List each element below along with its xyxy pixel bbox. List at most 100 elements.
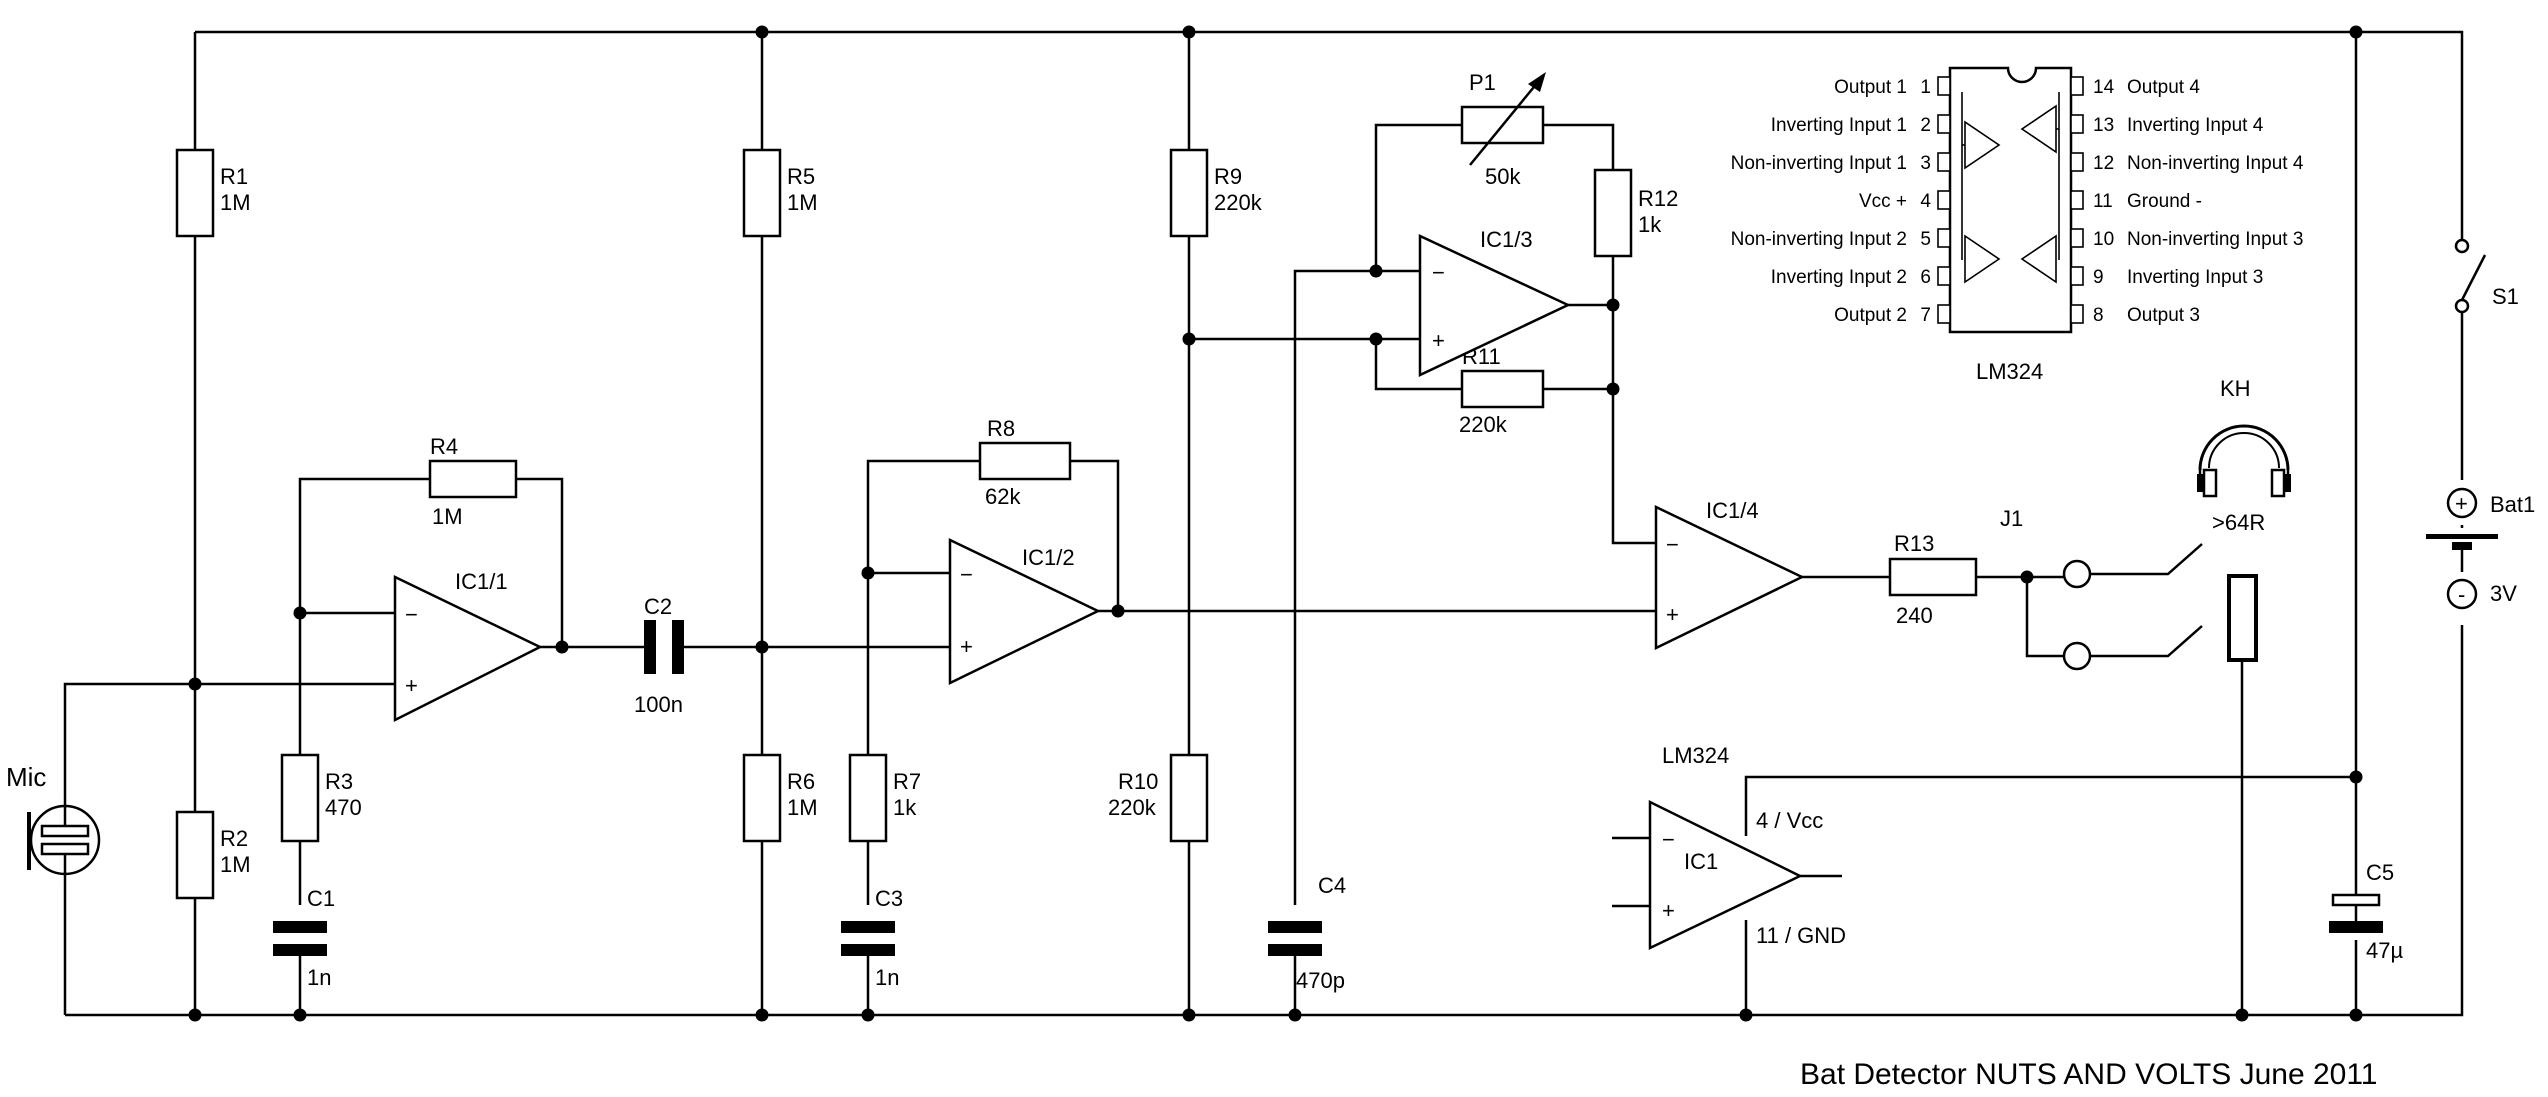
ic1-2-plus-sign: +	[960, 634, 973, 659]
pin-label: Vcc +	[1859, 191, 1907, 212]
pin-label: Non-inverting Input 3	[2127, 229, 2303, 250]
pin-label: Output 3	[2127, 305, 2200, 326]
p1-potentiometer	[1460, 105, 1545, 145]
pin-box-11	[2070, 190, 2084, 210]
pin-label: Inverting Input 2	[1771, 267, 1907, 288]
ic1-power-minus-sign: −	[1662, 827, 1675, 852]
r12-value: 1k	[1638, 212, 1662, 237]
pin-label: Non-inverting Input 1	[1731, 153, 1907, 174]
s1-ref: S1	[2492, 284, 2519, 309]
ic1-4-opamp	[1654, 505, 1805, 650]
pin-boxes	[1937, 76, 2084, 324]
pin-number: 10	[2093, 229, 2114, 250]
ic1-3-opamp	[1418, 234, 1571, 377]
j1-ref: J1	[2000, 506, 2023, 531]
pin-number: 12	[2093, 153, 2114, 174]
ic1-2-minus-sign: −	[960, 562, 973, 587]
battery-icon	[2426, 487, 2498, 610]
pin-number: 4	[1920, 191, 1931, 212]
r1-resistor	[175, 148, 215, 238]
r13-resistor	[1888, 557, 1978, 597]
pin-number: 2	[1920, 115, 1931, 136]
ic1-ref: IC1	[1684, 849, 1718, 874]
pin-box-2	[1937, 114, 1951, 134]
battery-plus-sign: +	[2455, 491, 2468, 516]
c5-ref: C5	[2366, 860, 2394, 885]
pin-box-8	[2070, 304, 2084, 324]
r8-value: 62k	[985, 484, 1021, 509]
mic-ref: Mic	[6, 762, 46, 792]
ic1-2-opamp	[948, 538, 1101, 685]
mic-icon	[27, 795, 101, 886]
pin-box-13	[2070, 114, 2084, 134]
c3-value: 1n	[875, 965, 899, 990]
c3-ref: C3	[875, 886, 903, 911]
r4-resistor	[428, 459, 518, 499]
r5-resistor	[742, 148, 782, 238]
c5-value: 47µ	[2366, 938, 2403, 963]
pin-number: 6	[1920, 267, 1931, 288]
r2-resistor	[175, 810, 215, 900]
pin-box-14	[2070, 76, 2084, 96]
c3-capacitor	[841, 921, 895, 956]
r1-ref: R1	[220, 164, 248, 189]
r7-ref: R7	[893, 769, 921, 794]
r4-value: 1M	[432, 504, 463, 529]
r5-value: 1M	[787, 190, 818, 215]
r2-value: 1M	[220, 852, 251, 877]
pin-label: Inverting Input 3	[2127, 267, 2263, 288]
c2-value: 100n	[634, 692, 683, 717]
kh-value: >64R	[2212, 510, 2265, 535]
jack-icon	[2062, 559, 2092, 671]
ic1-1-plus-sign: +	[405, 673, 418, 698]
lm324-package-outline	[1948, 66, 2073, 334]
pin-number: 9	[2093, 267, 2104, 288]
ic1-power-opamp	[1648, 799, 1803, 950]
r8-ref: R8	[987, 416, 1015, 441]
wires	[63, 30, 2464, 1017]
r10-value: 220k	[1108, 795, 1157, 820]
r9-resistor	[1169, 148, 1209, 238]
pin-number: 1	[1920, 77, 1931, 98]
bat1-value: 3V	[2490, 581, 2517, 606]
pinout-part-label: LM324	[1976, 359, 2043, 384]
r10-resistor	[1169, 753, 1209, 843]
r11-value: 220k	[1459, 412, 1508, 437]
p1-arrow-head	[1528, 72, 1546, 92]
headphone-plug	[2227, 574, 2258, 662]
c2-ref: C2	[644, 594, 672, 619]
r12-resistor	[1593, 168, 1633, 258]
ic1-3-plus-sign: +	[1432, 328, 1445, 353]
r6-value: 1M	[787, 795, 818, 820]
c4-value: 470p	[1296, 968, 1345, 993]
pin-number: 14	[2093, 77, 2115, 98]
ic1-3-minus-sign: −	[1432, 260, 1445, 285]
pin-number: 3	[1920, 153, 1931, 174]
ic1-4-ref: IC1/4	[1706, 498, 1759, 523]
bat1-ref: Bat1	[2490, 492, 2535, 517]
r3-resistor	[280, 753, 320, 843]
r6-ref: R6	[787, 769, 815, 794]
pin-label: Inverting Input 4	[2127, 115, 2264, 136]
pin-number: 7	[1920, 305, 1931, 326]
pin-box-9	[2070, 266, 2084, 286]
c1-ref: C1	[307, 886, 335, 911]
ic1-gnd-label: 11 / GND	[1756, 923, 1846, 948]
internal-amps	[1961, 92, 2060, 284]
r3-ref: R3	[325, 769, 353, 794]
ic1-1-opamp	[393, 575, 543, 723]
r11-resistor	[1460, 369, 1545, 409]
r4-ref: R4	[430, 434, 458, 459]
pin-box-6	[1937, 266, 1951, 286]
r13-value: 240	[1896, 603, 1933, 628]
ic1-1-minus-sign: −	[405, 602, 418, 627]
ic1-4-plus-sign: +	[1666, 602, 1679, 627]
r10-ref: R10	[1118, 769, 1158, 794]
pin-label: Non-inverting Input 4	[2127, 153, 2304, 174]
r7-value: 1k	[893, 795, 917, 820]
page-title: Bat Detector NUTS AND VOLTS June 2011	[1800, 1058, 2377, 1091]
